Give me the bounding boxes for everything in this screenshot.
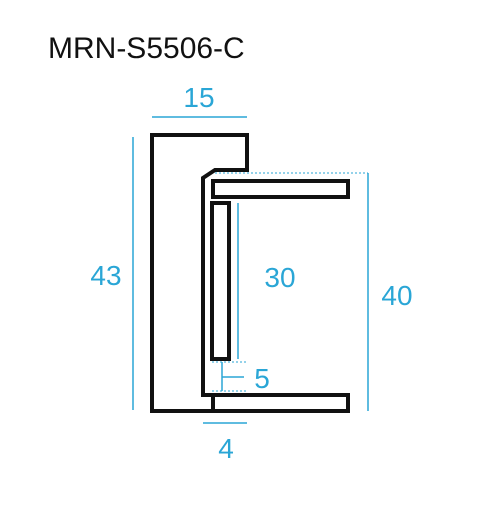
profile-main-body	[150, 133, 249, 413]
profile-outline	[150, 133, 350, 413]
inner-strip	[210, 201, 231, 361]
dim-label-top-width: 15	[183, 82, 214, 113]
dimension-lines	[132, 116, 369, 424]
top-flange	[211, 179, 350, 199]
bottom-flange	[211, 393, 350, 413]
dim-label-bottom-width: 4	[218, 433, 234, 464]
dim-label-lip-gap: 5	[254, 363, 270, 394]
product-code-title: MRN-S5506-C	[48, 32, 245, 65]
dim-label-inner-height: 30	[264, 262, 295, 293]
dim-label-outer-height: 40	[381, 280, 412, 311]
dim-label-total-height: 43	[90, 260, 121, 291]
dimension-labels: 15 43 30 40 5 4	[90, 82, 412, 464]
